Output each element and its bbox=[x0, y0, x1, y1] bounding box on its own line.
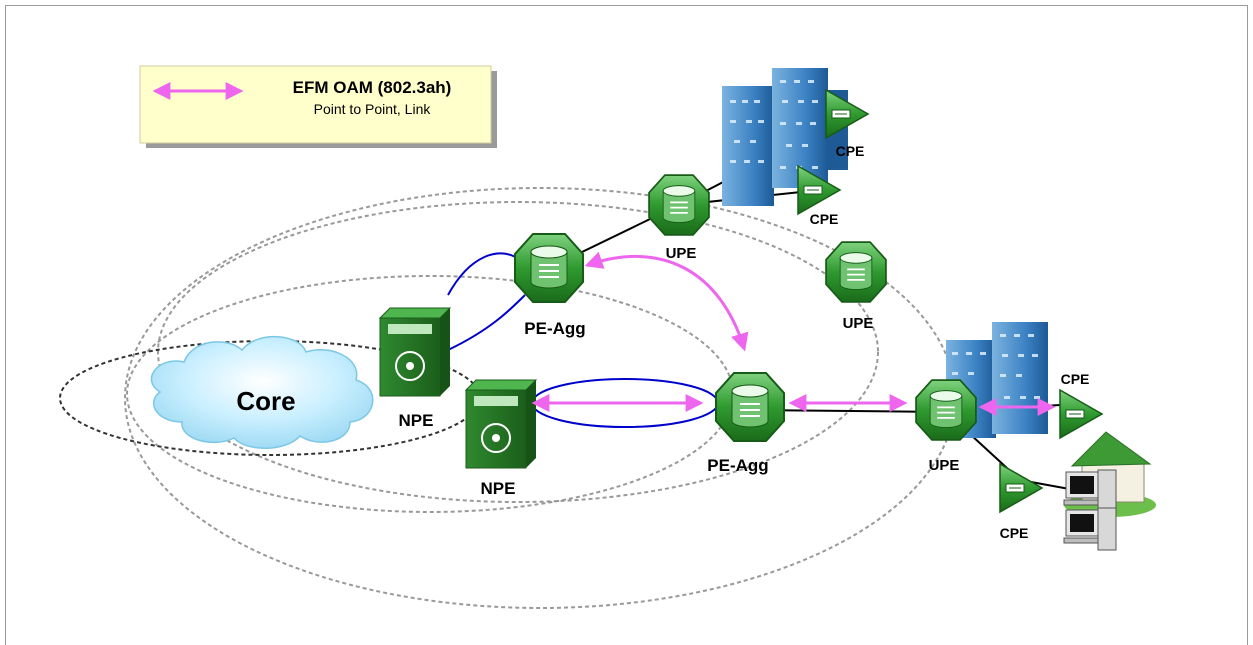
router-icon bbox=[825, 241, 887, 303]
core-label: Core bbox=[236, 386, 295, 416]
switch-icon bbox=[378, 307, 452, 397]
cpe-top2-label: CPE bbox=[810, 211, 839, 227]
router-icon bbox=[648, 174, 710, 236]
oam-arrows bbox=[531, 251, 1056, 416]
router-icon bbox=[915, 379, 977, 441]
upe-top-label: UPE bbox=[666, 245, 697, 262]
router-icon bbox=[514, 233, 584, 303]
cpe-right1-label: CPE bbox=[1061, 371, 1090, 387]
cpe-right2-label: CPE bbox=[1000, 525, 1029, 541]
legend-title: EFM OAM (802.3ah) bbox=[293, 78, 452, 97]
legend-subtitle: Point to Point, Link bbox=[314, 101, 432, 117]
legend-box bbox=[139, 65, 492, 144]
peagg-bottom-label: PE-Agg bbox=[707, 456, 768, 475]
computer-icon bbox=[1063, 469, 1117, 511]
network-diagram: EFM OAM (802.3ah) Point to Point, Link C… bbox=[59, 65, 1156, 609]
switch-icon bbox=[464, 379, 538, 469]
upe-middle-label: UPE bbox=[843, 315, 874, 332]
cpe-icon bbox=[1059, 389, 1103, 439]
npe-top-label: NPE bbox=[399, 411, 434, 430]
diagram-frame bbox=[5, 5, 1248, 645]
cloud-icon bbox=[150, 336, 374, 449]
peagg-top-label: PE-Agg bbox=[524, 319, 585, 338]
upe-bottom-label: UPE bbox=[929, 457, 960, 474]
computer-icon bbox=[1063, 507, 1117, 551]
router-icon bbox=[715, 372, 785, 442]
cpe-top1-label: CPE bbox=[836, 143, 865, 159]
cpe-icon bbox=[999, 463, 1043, 513]
npe-bottom-label: NPE bbox=[481, 479, 516, 498]
